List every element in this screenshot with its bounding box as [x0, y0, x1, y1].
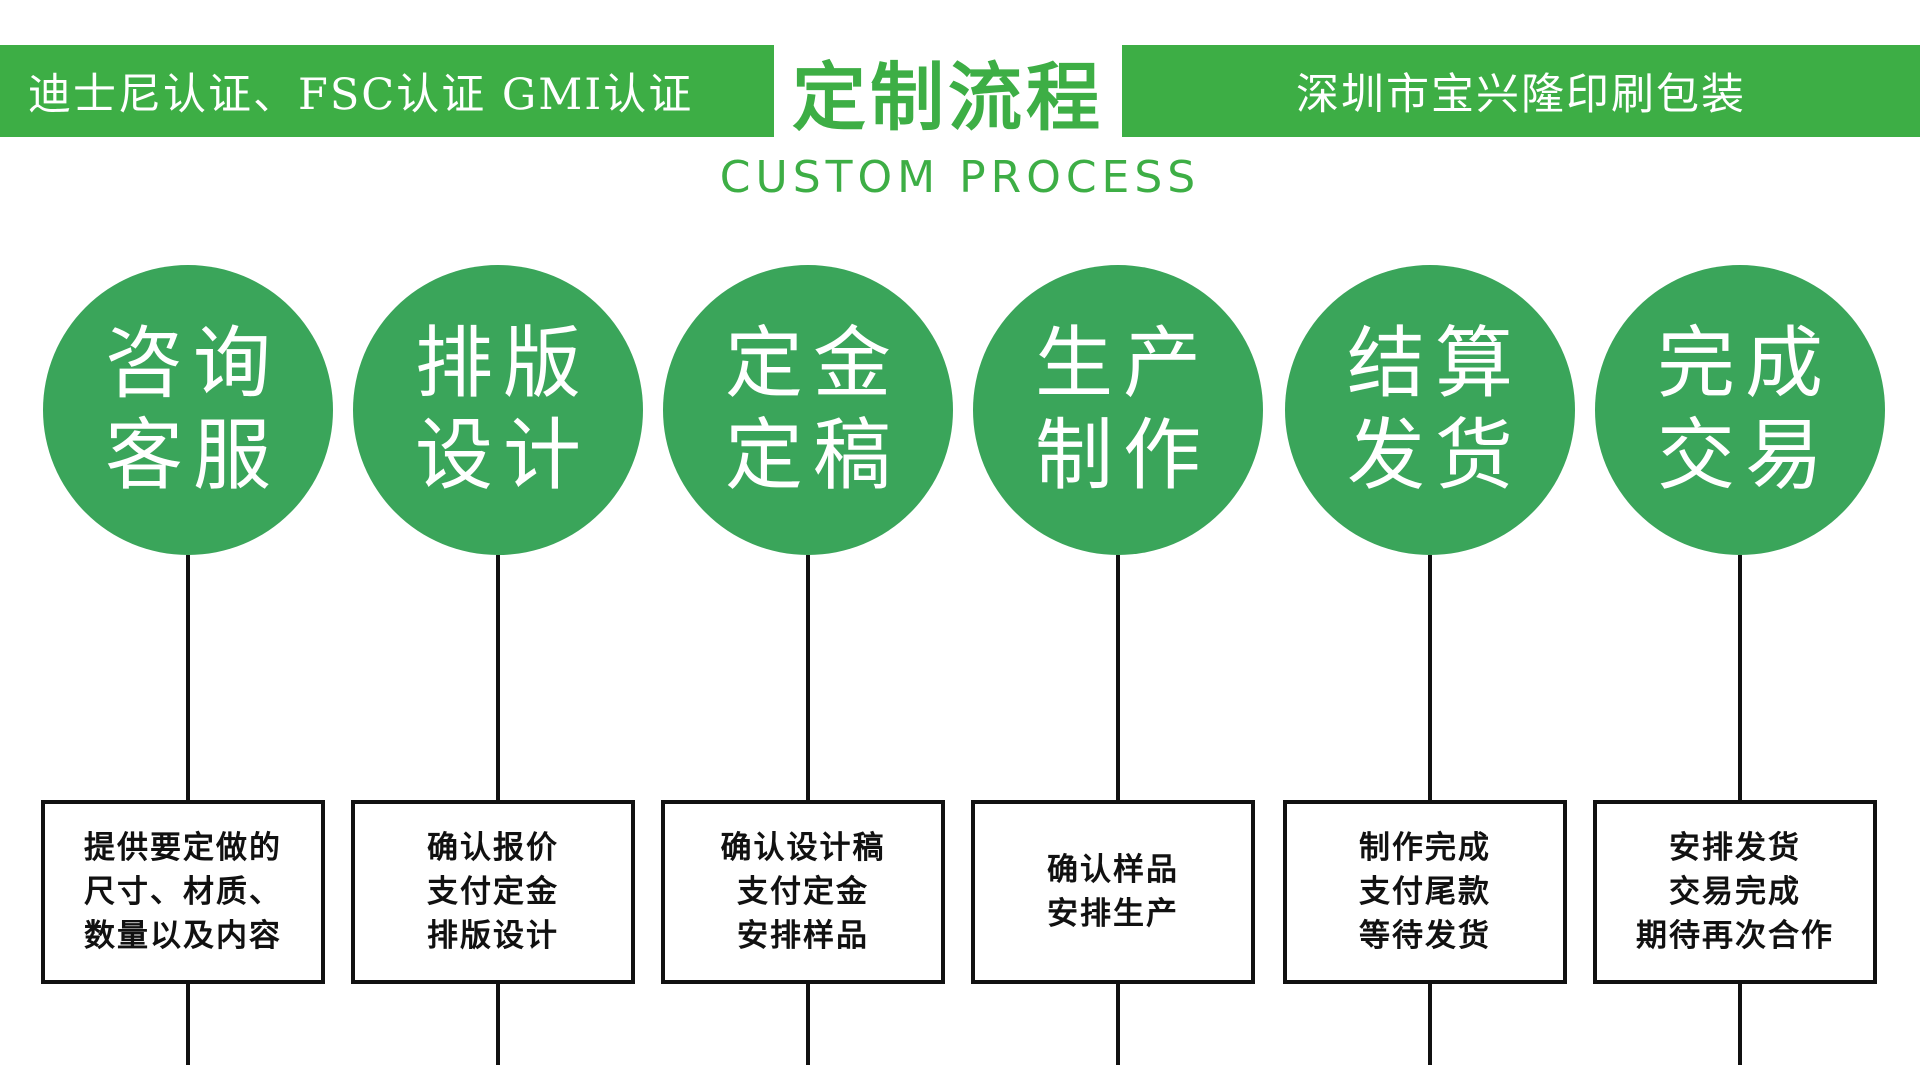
header-right-band: 深圳市宝兴隆印刷包装 — [1122, 45, 1920, 137]
step-title-line: 定稿 — [724, 411, 901, 501]
step-description-line: 安排发货 — [1669, 830, 1801, 866]
step-title-line: 客服 — [104, 411, 281, 501]
step-description-line: 交易完成 — [1669, 874, 1801, 910]
header-left-band: 迪士尼认证、FSC认证 GMI认证 — [0, 45, 774, 137]
step-description-line: 安排生产 — [1047, 896, 1179, 932]
step-circle: 排版 设计 — [353, 265, 643, 555]
company-name: 深圳市宝兴隆印刷包装 — [1296, 70, 1746, 120]
page-title: 定制流程 — [792, 54, 1104, 141]
step-description-line: 支付尾款 — [1359, 874, 1491, 910]
step-title-line: 完成 — [1656, 319, 1833, 409]
step-description-line: 确认报价 — [427, 830, 559, 866]
page-subtitle: CUSTOM PROCESS — [719, 152, 1201, 203]
step-title-line: 生产 — [1034, 319, 1211, 409]
step-title-line: 设计 — [414, 411, 591, 501]
step-description-line: 安排样品 — [737, 918, 869, 954]
process-step-production: 生产 制作 确认样品 安排生产 — [968, 265, 1268, 1065]
step-description-box: 确认样品 安排生产 — [971, 800, 1255, 984]
step-description-line: 数量以及内容 — [84, 918, 282, 954]
step-title-line: 交易 — [1656, 411, 1833, 501]
step-title-line: 发货 — [1346, 411, 1523, 501]
step-description-line: 支付定金 — [427, 874, 559, 910]
step-description-box: 提供要定做的 尺寸、材质、 数量以及内容 — [41, 800, 325, 984]
step-description-line: 制作完成 — [1359, 830, 1491, 866]
step-circle: 定金 定稿 — [663, 265, 953, 555]
step-title-line: 结算 — [1346, 319, 1523, 409]
step-description-box: 制作完成 支付尾款 等待发货 — [1283, 800, 1567, 984]
step-circle: 咨询 客服 — [43, 265, 333, 555]
process-step-deposit-final-draft: 定金 定稿 确认设计稿 支付定金 安排样品 — [658, 265, 958, 1065]
step-description-line: 提供要定做的 — [84, 830, 282, 866]
step-description-line: 确认设计稿 — [720, 830, 886, 866]
step-description-box: 安排发货 交易完成 期待再次合作 — [1593, 800, 1877, 984]
step-description-line: 排版设计 — [427, 918, 559, 954]
step-circle: 完成 交易 — [1595, 265, 1885, 555]
step-title-line: 制作 — [1034, 411, 1211, 501]
step-description-box: 确认报价 支付定金 排版设计 — [351, 800, 635, 984]
step-description-line: 确认样品 — [1047, 852, 1179, 888]
step-description-line: 期待再次合作 — [1636, 918, 1834, 954]
certifications-text: 迪士尼认证、FSC认证 GMI认证 — [28, 70, 694, 120]
step-description-box: 确认设计稿 支付定金 安排样品 — [661, 800, 945, 984]
step-circle: 生产 制作 — [973, 265, 1263, 555]
step-circle: 结算 发货 — [1285, 265, 1575, 555]
process-step-consult: 咨询 客服 提供要定做的 尺寸、材质、 数量以及内容 — [38, 265, 338, 1065]
step-description-line: 支付定金 — [737, 874, 869, 910]
step-title-line: 排版 — [414, 319, 591, 409]
step-description-line: 尺寸、材质、 — [84, 874, 282, 910]
process-step-deal-complete: 完成 交易 安排发货 交易完成 期待再次合作 — [1590, 265, 1890, 1065]
step-description-line: 等待发货 — [1359, 918, 1491, 954]
process-step-layout-design: 排版 设计 确认报价 支付定金 排版设计 — [348, 265, 648, 1065]
step-title-line: 定金 — [724, 319, 901, 409]
process-step-settlement-shipping: 结算 发货 制作完成 支付尾款 等待发货 — [1280, 265, 1580, 1065]
step-title-line: 咨询 — [104, 319, 281, 409]
